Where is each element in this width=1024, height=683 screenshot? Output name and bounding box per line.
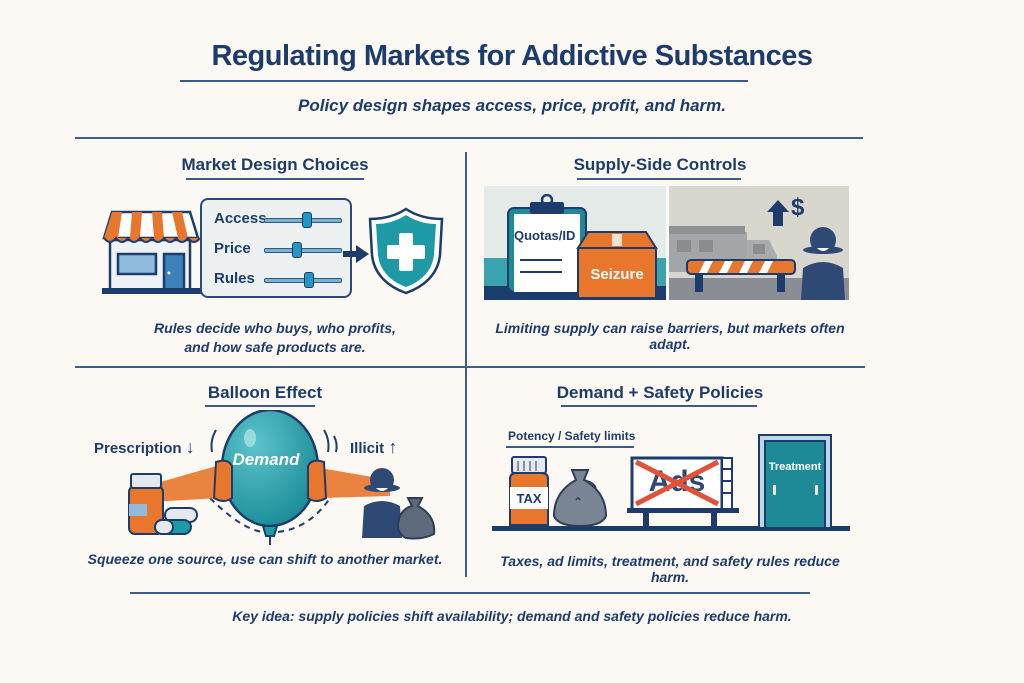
price-slider-track[interactable] — [264, 248, 342, 253]
shield-cross-icon — [368, 207, 444, 295]
dollar-sign: $ — [791, 194, 805, 221]
clipboard-icon — [507, 194, 587, 293]
tax-label: TAX — [516, 491, 542, 506]
money-bag-icon — [552, 469, 608, 528]
market-design-underline — [186, 178, 364, 180]
up-arrow-icon: ↑ — [388, 437, 398, 457]
middle-divider — [75, 366, 865, 368]
top-divider — [75, 137, 863, 139]
tax-bottle-icon — [509, 456, 549, 526]
illicit-text: Illicit — [350, 440, 385, 457]
illicit-dealer-icon — [362, 468, 436, 540]
demand-safety-caption: Taxes, ad limits, treatment, and safety … — [500, 553, 840, 585]
prescription-label: Prescription ↓ — [94, 437, 195, 458]
prescription-pills-icon — [128, 473, 198, 535]
demand-safety-title: Demand + Safety Policies — [556, 383, 764, 402]
policy-sliders-panel: Access Price Rules — [200, 198, 352, 298]
prescription-text: Prescription — [94, 440, 182, 457]
demand-balloon-label: Demand — [232, 450, 300, 469]
market-design-caption-line2: and how safe products are. — [184, 339, 366, 355]
supply-side-underline — [577, 178, 741, 180]
road-barrier-icon — [686, 259, 796, 292]
red-x-cross-icon — [634, 459, 720, 507]
access-slider-knob[interactable] — [302, 212, 312, 228]
supply-side-title: Supply-Side Controls — [573, 155, 747, 174]
treatment-door-icon[interactable] — [757, 433, 833, 528]
storefront-icon — [102, 210, 202, 294]
balloon-effect-caption: Squeeze one source, use can shift to ano… — [87, 551, 443, 567]
balloon-effect-underline — [205, 405, 315, 407]
title-underline — [180, 80, 748, 82]
barrier-illicit-illustration: $ — [669, 186, 849, 300]
potency-safety-limits-label: Potency / Safety limits — [508, 429, 636, 443]
supply-side-caption: Limiting supply can raise barriers, but … — [495, 320, 845, 352]
center-vertical-divider — [465, 152, 467, 577]
price-up-arrow-icon — [767, 200, 789, 226]
key-idea-footer: Key idea: supply policies shift availabi… — [232, 608, 792, 624]
down-arrow-icon: ↓ — [185, 437, 195, 457]
treatment-label: Treatment — [768, 461, 822, 473]
seizure-box-icon — [576, 231, 658, 299]
ground-line — [492, 526, 850, 531]
demand-safety-underline — [561, 405, 757, 407]
slider-label-access: Access — [214, 210, 267, 227]
price-slider-knob[interactable] — [292, 242, 302, 258]
slider-label-price: Price — [214, 240, 251, 257]
seizure-label: Seizure — [590, 266, 644, 283]
slider-label-rules: Rules — [214, 270, 255, 287]
page-subtitle: Policy design shapes access, price, prof… — [298, 96, 726, 115]
market-design-caption-line1: Rules decide who buys, who profits, — [154, 320, 396, 336]
page-title: Regulating Markets for Addictive Substan… — [211, 40, 813, 72]
illicit-dealer-icon — [801, 227, 845, 300]
illicit-label: Illicit ↑ — [350, 437, 397, 458]
quotas-id-label: Quotas/ID — [514, 228, 576, 243]
potency-limits-underline — [506, 446, 634, 448]
rules-slider-knob[interactable] — [304, 272, 314, 288]
rules-slider-track[interactable] — [264, 278, 342, 283]
balloon-effect-title: Balloon Effect — [207, 383, 323, 402]
bottom-divider — [130, 592, 810, 594]
market-design-panel: Market Design Choices — [90, 155, 460, 175]
quotas-seizure-illustration: Quotas/ID Seizure — [484, 186, 666, 300]
market-design-title: Market Design Choices — [181, 155, 369, 174]
arrow-right-icon — [343, 245, 369, 263]
